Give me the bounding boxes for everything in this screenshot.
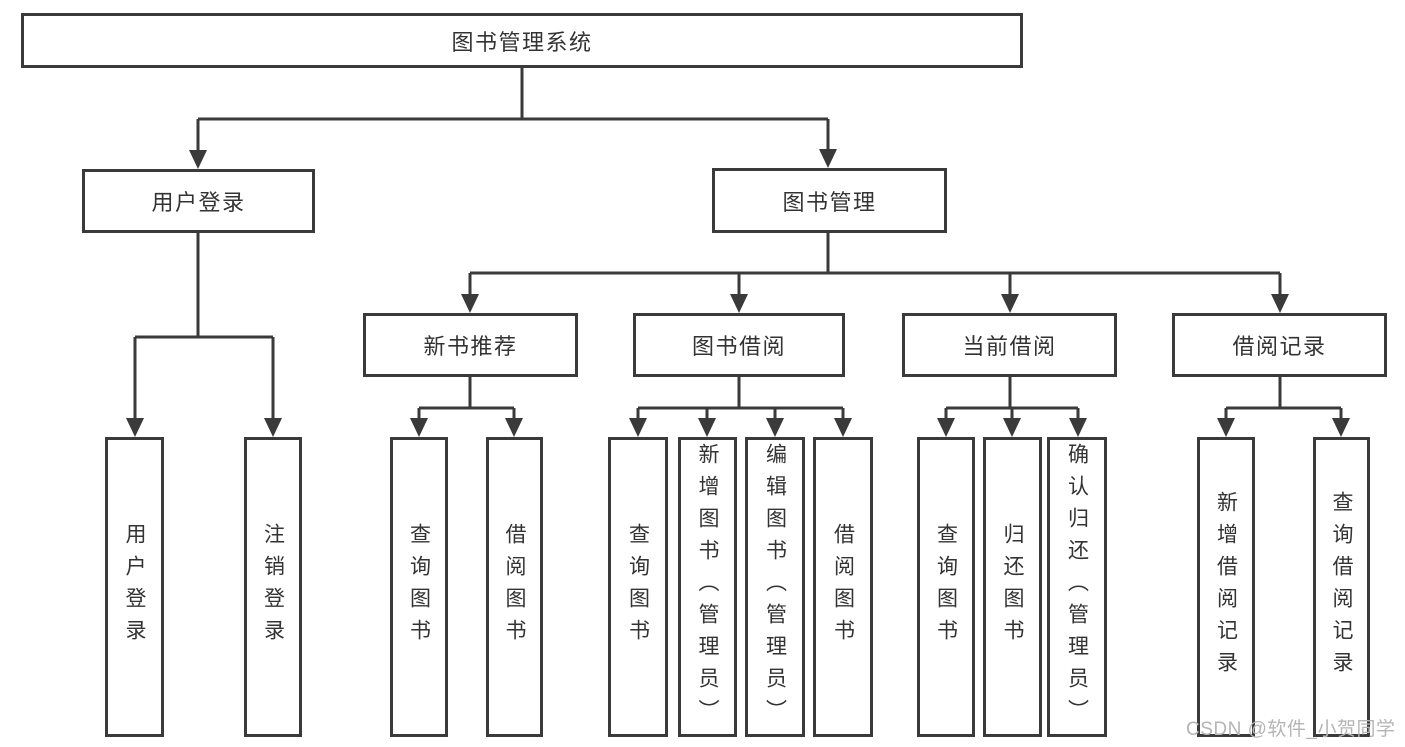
leaf-return-books: 归还图书 [983,437,1042,737]
leaf-label: 确认归还（管理员） [1065,443,1089,731]
node-user-login: 用户登录 [82,169,315,233]
leaf-label: 查询图书 [407,523,431,651]
node-library-management-system: 图书管理系统 [21,13,1023,68]
csdn-watermark: CSDN @软件_小贺同学 [1186,719,1396,740]
node-current-borrowing: 当前借阅 [902,313,1117,377]
leaf-query-books-current: 查询图书 [917,437,975,737]
node-new-book-recommendation: 新书推荐 [363,313,578,377]
node-borrowing-records: 借阅记录 [1172,313,1387,377]
leaf-logout: 注销登录 [244,437,302,737]
leaf-borrow-books-recommend: 借阅图书 [486,437,543,737]
leaf-label: 查询图书 [626,523,650,651]
leaf-query-books-borrowing: 查询图书 [608,437,668,737]
leaf-user-login: 用户登录 [105,437,164,737]
leaf-query-borrow-record: 查询借阅记录 [1313,437,1370,737]
leaf-confirm-return-admin: 确认归还（管理员） [1047,437,1107,737]
leaf-label: 新增借阅记录 [1214,491,1238,683]
leaf-add-book-admin: 新增图书（管理员） [678,437,737,737]
leaf-label: 归还图书 [1001,523,1024,651]
leaf-borrow-books: 借阅图书 [813,437,873,737]
leaf-label: 用户登录 [123,523,146,651]
node-book-borrowing: 图书借阅 [633,313,845,377]
leaf-label: 查询借阅记录 [1330,491,1353,683]
leaf-label: 借阅图书 [503,523,526,651]
leaf-add-borrow-record: 新增借阅记录 [1197,437,1255,737]
leaf-label: 编辑图书（管理员） [763,443,787,731]
leaf-label: 借阅图书 [831,523,855,651]
leaf-label: 新增图书（管理员） [696,443,719,731]
leaf-edit-book-admin: 编辑图书（管理员） [745,437,805,737]
leaf-label: 查询图书 [934,523,958,651]
leaf-label: 注销登录 [261,523,285,651]
node-book-management: 图书管理 [712,168,947,233]
leaf-query-books-recommend: 查询图书 [390,437,448,737]
